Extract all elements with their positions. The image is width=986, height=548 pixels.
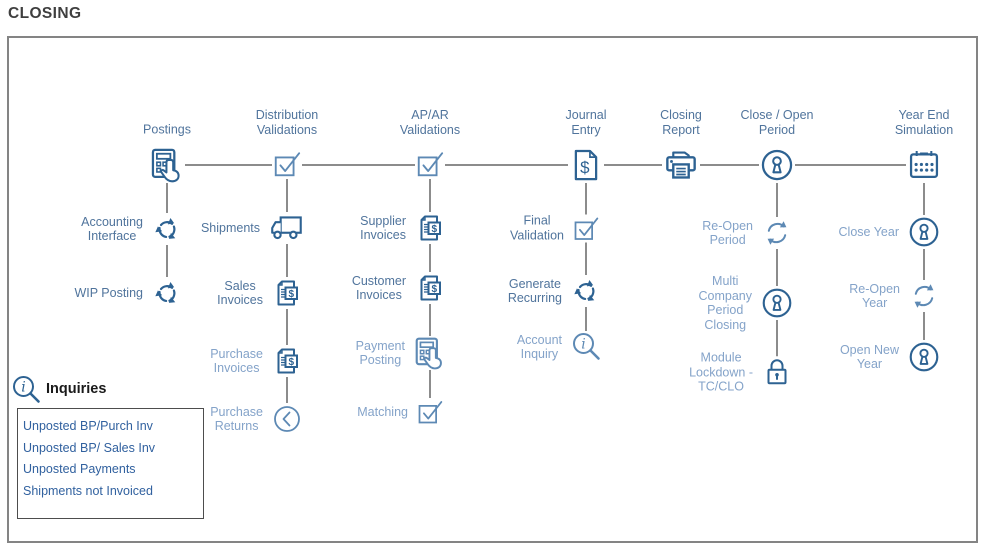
column-header-journal-entry: Journal Entry bbox=[565, 108, 607, 137]
step-label: Multi Company Period Closing bbox=[698, 274, 753, 332]
invoice-icon bbox=[271, 345, 303, 377]
step-label: Account Inquiry bbox=[516, 332, 562, 362]
column-header-distribution-validations: Distribution Validations bbox=[255, 108, 319, 137]
recycle-icon bbox=[570, 275, 602, 307]
dollar-document-icon bbox=[568, 147, 604, 183]
step-item: Sales Invoices bbox=[217, 277, 303, 309]
invoice-icon bbox=[414, 272, 446, 304]
column-header-year-end-simulation: Year End Simulation bbox=[894, 108, 954, 137]
step-label: Open New Year bbox=[839, 342, 899, 372]
step-label: Re-Open Year bbox=[849, 281, 900, 311]
invoice-icon bbox=[271, 277, 303, 309]
checkbox-icon bbox=[416, 398, 444, 426]
column-header-apar-validations: AP/AR Validations bbox=[399, 108, 461, 137]
step-label: Shipments bbox=[200, 220, 260, 235]
column-header-postings: Postings bbox=[143, 122, 191, 137]
inquiries-box: Unposted BP/Purch Inv Unposted BP/ Sales… bbox=[17, 408, 204, 519]
refresh-icon bbox=[908, 280, 940, 312]
keyhole-circle-icon bbox=[759, 147, 795, 183]
step-item: Generate Recurring bbox=[508, 275, 602, 307]
step-label: Close Year bbox=[838, 224, 899, 239]
inquiry-item: Unposted BP/Purch Inv bbox=[23, 419, 153, 433]
invoice-icon bbox=[414, 212, 446, 244]
step-label: Accounting Interface bbox=[81, 214, 143, 244]
step-item: Payment Posting bbox=[356, 336, 447, 370]
step-item: Purchase Returns bbox=[210, 403, 303, 435]
step-item: Re-Open Year bbox=[849, 280, 940, 312]
step-item: WIP Posting bbox=[74, 277, 183, 309]
step-item: Matching bbox=[357, 398, 444, 426]
step-item: Close Year bbox=[839, 215, 941, 249]
printer-icon bbox=[662, 146, 700, 184]
step-label: Sales Invoices bbox=[217, 278, 263, 308]
inquiry-item: Shipments not Invoiced bbox=[23, 483, 153, 498]
checkbox-icon bbox=[415, 149, 445, 179]
magnifier-info-icon bbox=[570, 331, 602, 363]
magnifier-info-icon bbox=[10, 374, 42, 406]
step-item: Module Lockdown - TC/CLO bbox=[689, 350, 793, 394]
recycle-icon bbox=[151, 213, 183, 245]
step-label: Re-Open Period bbox=[702, 218, 753, 248]
step-item: Accounting Interface bbox=[81, 213, 183, 245]
keyhole-circle-icon bbox=[907, 340, 941, 374]
step-label: Supplier Invoices bbox=[360, 213, 406, 243]
step-label: Purchase Invoices bbox=[210, 346, 263, 376]
checkbox-icon bbox=[272, 149, 302, 179]
truck-icon bbox=[268, 212, 306, 244]
inquiries-title: Inquiries bbox=[46, 381, 107, 397]
step-item: Re-Open Period bbox=[702, 217, 793, 249]
column-header-closing-report: Closing Report bbox=[660, 108, 702, 137]
refresh-icon bbox=[761, 217, 793, 249]
recycle-icon bbox=[151, 277, 183, 309]
diagram-frame bbox=[7, 36, 978, 543]
step-item: Shipments bbox=[201, 212, 306, 244]
step-label: Customer Invoices bbox=[351, 273, 406, 303]
page-title: CLOSING bbox=[8, 5, 82, 22]
step-item: Purchase Invoices bbox=[210, 345, 303, 377]
step-label: Matching bbox=[357, 404, 408, 419]
calendar-icon bbox=[906, 147, 942, 183]
step-item: Open New Year bbox=[840, 340, 941, 374]
step-label: Module Lockdown - TC/CLO bbox=[689, 350, 753, 394]
connector-line-close-open bbox=[776, 165, 778, 372]
calculator-hand-icon bbox=[413, 336, 447, 370]
inquiry-item: Unposted BP/ Sales Inv bbox=[23, 440, 156, 455]
step-item: Customer Invoices bbox=[352, 272, 446, 304]
step-label: WIP Posting bbox=[74, 285, 143, 300]
step-item: Multi Company Period Closing bbox=[698, 274, 794, 332]
chevron-left-circle-icon bbox=[271, 403, 303, 435]
step-label: Payment Posting bbox=[355, 338, 405, 368]
connector-line-year-end bbox=[923, 165, 925, 357]
step-label: Final Validation bbox=[510, 213, 564, 243]
step-item: Supplier Invoices bbox=[360, 212, 446, 244]
column-header-close-open-period: Close / Open Period bbox=[740, 108, 814, 137]
step-item: Final Validation bbox=[510, 214, 600, 243]
step-label: Purchase Returns bbox=[210, 404, 263, 434]
connector-line-journal bbox=[585, 165, 587, 348]
keyhole-circle-icon bbox=[907, 215, 941, 249]
calculator-hand-icon bbox=[149, 147, 185, 183]
keyhole-circle-icon bbox=[760, 286, 794, 320]
inquiry-item: Unposted Payments bbox=[23, 462, 136, 476]
step-item: Account Inquiry bbox=[517, 331, 602, 363]
checkbox-icon bbox=[572, 214, 600, 242]
timeline-line bbox=[167, 164, 924, 166]
padlock-icon bbox=[761, 356, 793, 388]
step-label: Generate Recurring bbox=[507, 276, 562, 306]
